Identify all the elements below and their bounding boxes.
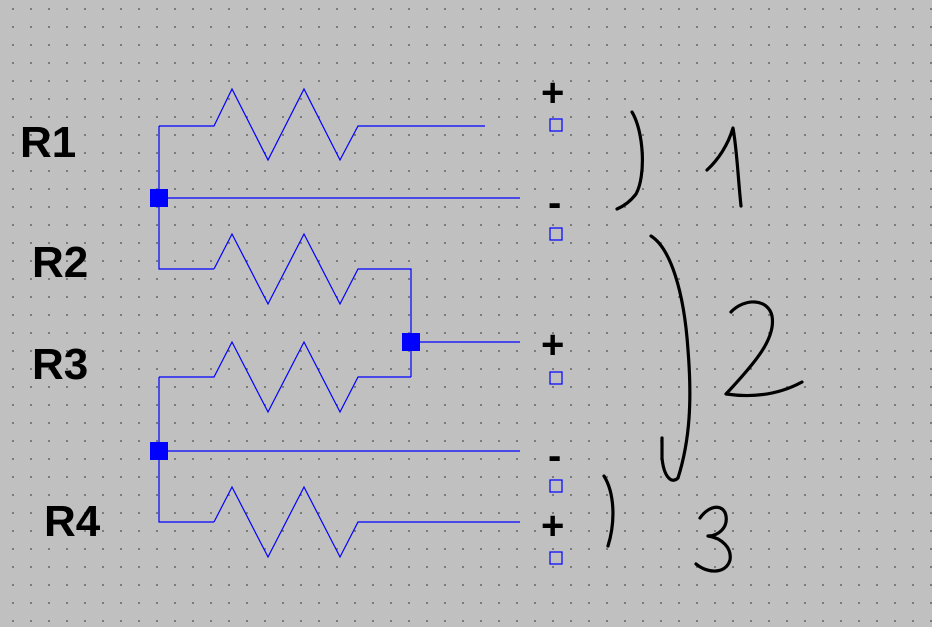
terminal-pin-5[interactable]	[549, 551, 563, 565]
terminal-sign-4: -	[548, 434, 561, 478]
junction-node-a[interactable]	[150, 189, 168, 207]
port-number-1	[705, 126, 743, 208]
resistor-r3[interactable]	[159, 340, 411, 414]
port-number-3	[694, 505, 732, 573]
bracket-port-2	[649, 234, 692, 482]
terminal-pin-1[interactable]	[549, 118, 563, 132]
wire-left-upper	[158, 126, 214, 270]
resistor-r1[interactable]	[159, 87, 485, 162]
junction-node-b[interactable]	[402, 333, 420, 351]
bracket-port-3	[602, 474, 615, 548]
resistor-label-r1: R1	[20, 118, 76, 167]
terminal-pin-2[interactable]	[549, 227, 563, 241]
resistor-label-r4: R4	[44, 497, 101, 546]
junction-node-c[interactable]	[150, 442, 168, 460]
resistor-r4[interactable]	[213, 485, 520, 559]
resistor-label-r3: R3	[32, 340, 88, 389]
port-number-2	[724, 300, 804, 398]
terminal-pin-4[interactable]	[549, 479, 563, 493]
terminal-sign-2: -	[548, 181, 561, 225]
resistor-r2[interactable]	[213, 232, 412, 377]
terminal-sign-5: +	[541, 504, 564, 548]
wire-left-lower	[158, 377, 214, 523]
terminal-sign-3: +	[541, 323, 564, 367]
terminal-pin-3[interactable]	[549, 371, 563, 385]
bracket-port-1	[615, 110, 644, 211]
terminal-sign-1: +	[541, 71, 564, 115]
resistor-label-r2: R2	[32, 238, 88, 287]
